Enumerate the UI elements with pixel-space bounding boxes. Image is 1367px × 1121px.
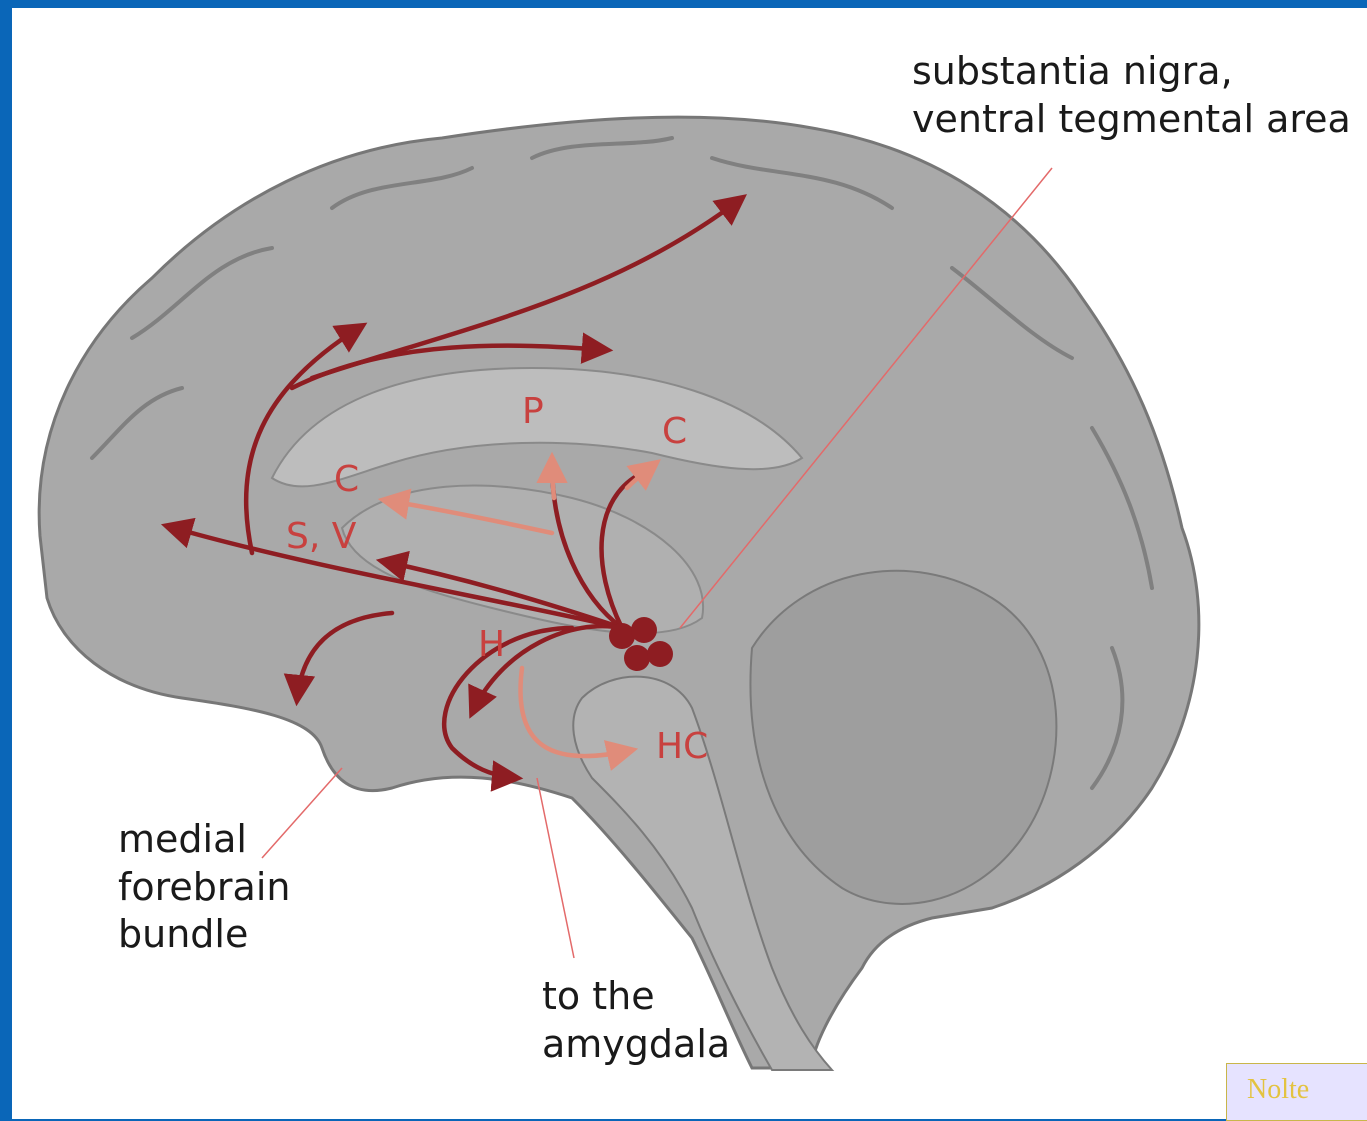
label-line: forebrain: [118, 864, 290, 912]
pathway-putamen: [552, 458, 554, 498]
region-tag-c-upper: C: [662, 411, 687, 452]
label-line: substantia nigra,: [912, 48, 1351, 96]
nucleus-dot: [624, 645, 650, 671]
region-tag-c-left: C: [334, 459, 359, 500]
label-line: to the: [542, 973, 730, 1021]
figure-panel: P C C S, V H HC substantia nigra, ventra…: [12, 8, 1367, 1119]
citation-box: Nolte: [1226, 1063, 1367, 1121]
label-to-amygdala: to the amygdala: [542, 973, 730, 1068]
citation-text: Nolte: [1227, 1064, 1367, 1106]
label-line: medial: [118, 816, 290, 864]
leader-line-amygdala: [537, 778, 574, 958]
region-tag-hc: HC: [656, 726, 708, 767]
label-line: ventral tegmental area: [912, 96, 1351, 144]
region-tag-p: P: [522, 391, 544, 432]
label-substantia-nigra: substantia nigra, ventral tegmental area: [912, 48, 1351, 143]
label-line: bundle: [118, 911, 290, 959]
label-medial-forebrain-bundle: medial forebrain bundle: [118, 816, 290, 959]
nucleus-dot: [647, 641, 673, 667]
region-tag-h: H: [478, 624, 505, 665]
nucleus-dot: [631, 617, 657, 643]
label-line: amygdala: [542, 1021, 730, 1069]
region-tag-s-v: S, V: [286, 516, 357, 557]
nucleus-dot: [609, 623, 635, 649]
